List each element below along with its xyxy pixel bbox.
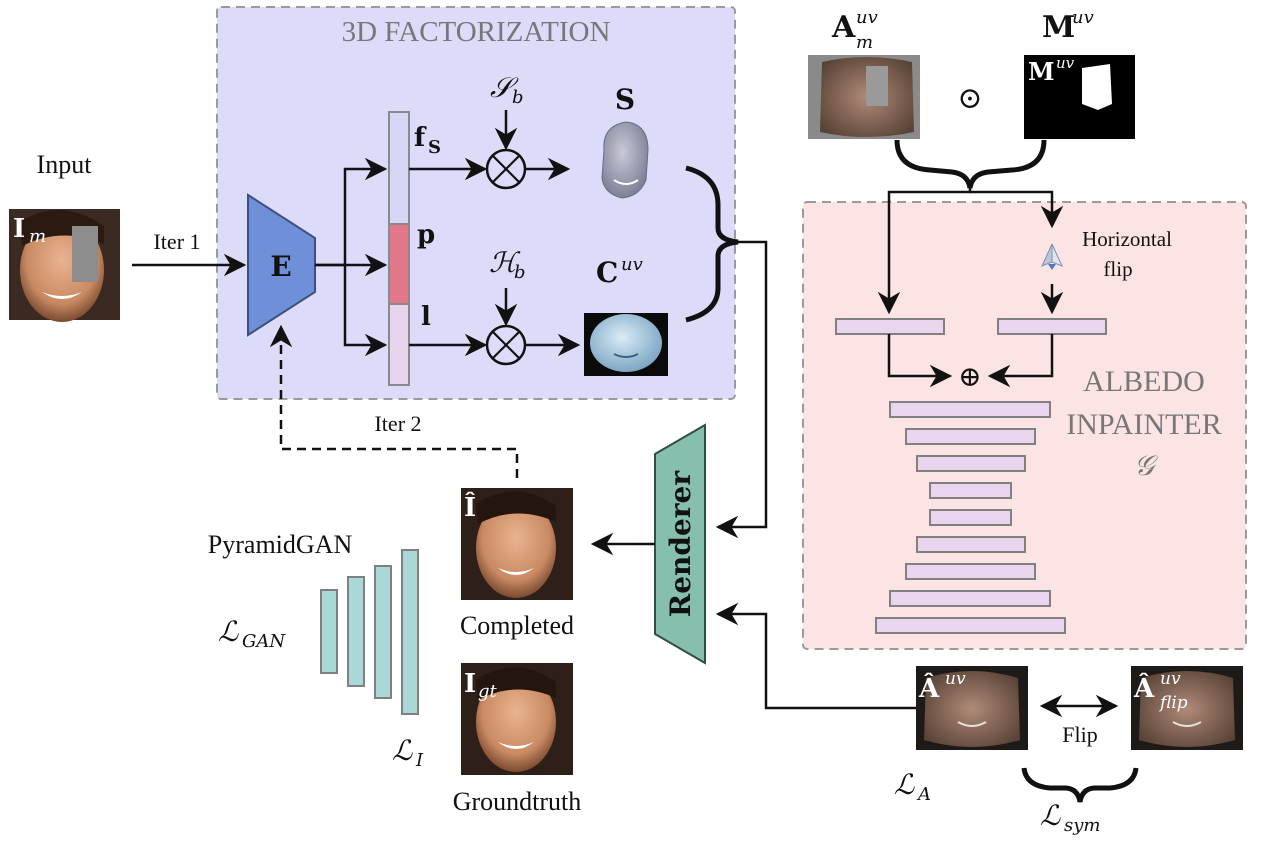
svg-text:gt: gt [478, 681, 498, 702]
shape-mesh-image [601, 121, 649, 199]
shape-label: S [615, 83, 635, 116]
groundtruth-label: Groundtruth [453, 787, 582, 816]
svg-text:uv: uv [945, 669, 966, 689]
encoder-block [247, 193, 316, 337]
svg-text:Â: Â [918, 672, 940, 704]
mask-label-sup: uv [1072, 7, 1094, 28]
feature-l-segment [388, 303, 410, 386]
loss-a-label: ℒ [894, 768, 915, 801]
brace-to-renderer-arrow [715, 240, 768, 539]
color-label: C [596, 256, 618, 289]
loss-i-sub: I [415, 750, 424, 771]
pyramid-bar-3 [374, 565, 392, 699]
albedo-masked-sub: m [856, 32, 873, 53]
inpainter-layer-6 [916, 536, 1026, 553]
albedo-completed-image: Â uv [916, 666, 1028, 750]
albedo-flipped-image: Â uv flip [1131, 666, 1243, 750]
inpainter-layer-9 [875, 617, 1066, 634]
svg-text:M: M [1028, 57, 1055, 86]
pyramid-bar-1 [320, 589, 338, 674]
loss-sym-label: ℒ [1040, 799, 1061, 832]
top-inputs-brace [894, 139, 1047, 189]
loss-sym-sub: sym [1064, 815, 1100, 836]
feature-fs-segment [388, 111, 410, 225]
color-basis-sub: b [514, 262, 526, 283]
iter1-label: Iter 1 [153, 229, 200, 254]
svg-text:I: I [464, 669, 476, 699]
inpainter-left-branch-bar [835, 318, 945, 335]
input-image: I m [9, 209, 120, 322]
inpainter-layer-7 [905, 563, 1036, 580]
inpainter-layer-3 [916, 455, 1026, 472]
loss-a-sub: A [916, 784, 931, 805]
svg-text:Î: Î [464, 491, 476, 523]
horizontal-flip-label-2: flip [1103, 257, 1132, 281]
brace-to-left-branch-arrow [877, 188, 972, 315]
horizontal-flip-label-1: Horizontal [1082, 227, 1172, 251]
feature-fs-label: f [414, 123, 427, 153]
svg-text:flip: flip [1158, 693, 1188, 713]
flip-icon [1041, 243, 1063, 270]
iter2-label: Iter 2 [374, 411, 421, 436]
renderer-block [654, 423, 706, 665]
feature-p-label: p [417, 220, 435, 250]
inpainter-layer-8 [889, 590, 1051, 607]
completed-label: Completed [460, 611, 574, 640]
feature-p-segment [388, 223, 410, 305]
albedo-masked-sup: uv [856, 7, 878, 28]
inpainter-panel [802, 201, 1247, 650]
inpainter-layer-1 [889, 401, 1051, 418]
inpainter-right-branch-bar [997, 318, 1107, 335]
pyramidgan-label: PyramidGAN [208, 530, 353, 559]
odot-symbol: ⊙ [957, 82, 982, 115]
inpainter-layer-4 [929, 482, 1012, 499]
feature-fs-sub: S [428, 137, 441, 158]
input-label: Input [37, 150, 93, 179]
svg-text:uv: uv [1056, 54, 1075, 72]
inpainter-layer-2 [905, 428, 1036, 445]
symmetry-brace [1021, 767, 1139, 803]
oplus-symbol: ⊕ [958, 362, 981, 393]
svg-text:m: m [29, 226, 46, 247]
encoder-to-l-arrow [343, 265, 388, 357]
completed-image: Î [461, 488, 573, 600]
input-mask-patch [72, 226, 98, 282]
pyramid-bar-2 [347, 576, 365, 687]
brace-to-flip-arrow [970, 190, 1064, 229]
loss-gan-sub: GAN [242, 631, 286, 652]
factorization-title: 3D FACTORIZATION [342, 16, 611, 48]
flip-label: Flip [1062, 722, 1097, 747]
encoder-label: E [270, 250, 291, 283]
albedo-masked-label: A [831, 10, 856, 45]
color-label-sup: uv [621, 254, 643, 275]
inpainter-layer-5 [929, 509, 1012, 526]
loss-gan-label: ℒ [218, 615, 239, 648]
color-basis-label: ℋ [489, 246, 521, 279]
svg-text:Â: Â [1133, 672, 1155, 704]
left-branch-to-sum-arrow [887, 334, 953, 388]
pyramid-bar-4 [401, 549, 419, 715]
inpainter-title-1: ALBEDO [1083, 365, 1205, 398]
right-branch-to-sum-arrow [987, 334, 1054, 388]
svg-text:I: I [13, 214, 25, 244]
svg-text:uv: uv [1160, 669, 1181, 689]
mask-image: M uv [1024, 54, 1135, 139]
groundtruth-image: I gt [461, 663, 573, 775]
renderer-label: Renderer [664, 470, 697, 617]
inpainter-title-2: INPAINTER [1066, 408, 1222, 441]
color-uv-image [584, 313, 668, 376]
mask-label: M [1042, 10, 1075, 45]
feature-l-label: l [421, 302, 431, 332]
albedo-masked-image [808, 55, 920, 139]
albedo-to-renderer-arrow [715, 602, 916, 710]
loss-i-label: ℒ [392, 734, 413, 767]
factorization-panel [216, 6, 736, 400]
shape-basis-sub: b [512, 87, 524, 108]
